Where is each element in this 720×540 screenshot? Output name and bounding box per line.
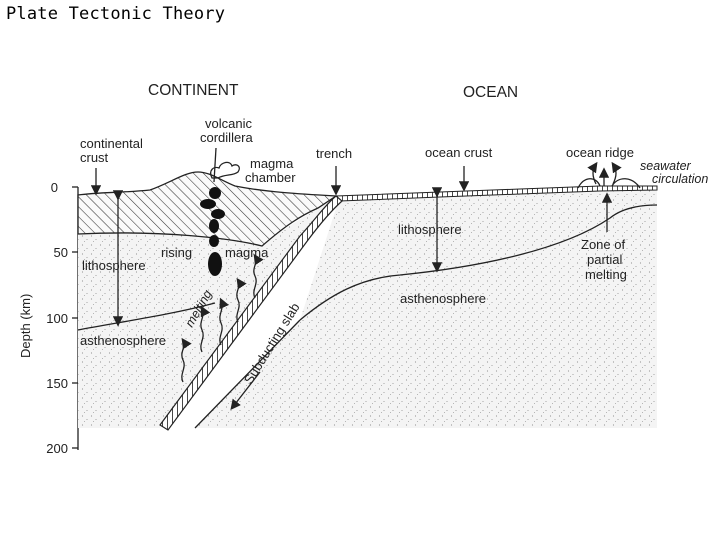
seawater-circulation-label-line1: seawater [640, 159, 692, 173]
continental-crust-label-line1: continental [80, 136, 143, 151]
volcanic-cordillera-label-line1: volcanic [205, 116, 252, 131]
oceanic-lithosphere-base [299, 204, 658, 321]
volcano-pointer [213, 147, 217, 183]
tick-200: 200 [46, 441, 68, 456]
tick-0: 0 [51, 180, 58, 195]
magma-chamber-label-line1: magma [250, 156, 294, 171]
lithosphere-continent-label: lithosphere [82, 258, 146, 273]
tick-150: 150 [46, 376, 68, 391]
header-continent: CONTINENT [148, 82, 239, 99]
depth-axis: Depth (km) 0 50 100 150 200 [18, 180, 79, 456]
rising-magma-label-line2: magma [225, 245, 269, 260]
oceanic-mantle [195, 186, 657, 428]
rising-magma-label-line1: rising [161, 245, 192, 260]
tick-50: 50 [54, 245, 68, 260]
rising-magma-arrows [181, 253, 264, 383]
slab-lower-edge [194, 319, 301, 429]
slab-direction-arrow [230, 371, 261, 411]
zone-partial-melting-label-line3: melting [585, 267, 627, 282]
zone-partial-melting-label-line1: Zone of [581, 237, 625, 252]
asthenosphere-ocean-label: asthenosphere [400, 291, 486, 306]
ocean-crust-strip [334, 185, 658, 202]
asthenosphere-continent-label: asthenosphere [80, 333, 166, 348]
ocean-ridge [577, 161, 641, 189]
trench-label: trench [316, 146, 352, 161]
header-ocean: OCEAN [463, 84, 518, 101]
ocean-ridge-label: ocean ridge [566, 145, 634, 160]
continental-crust-label-line2: crust [80, 150, 109, 165]
continental-lithosphere-base [77, 302, 216, 331]
lithosphere-ocean-label: lithosphere [398, 222, 462, 237]
zone-partial-melting-label-line2: partial [587, 252, 623, 267]
depth-axis-label: Depth (km) [18, 294, 33, 358]
tick-100: 100 [46, 311, 68, 326]
subducting-slab [159, 195, 343, 431]
magma-blobs [200, 187, 225, 276]
magma-chamber-label-line2: chamber [245, 170, 296, 185]
ocean-crust-label: ocean crust [425, 145, 493, 160]
slide-title: Plate Tectonic Theory [6, 4, 226, 24]
volcanic-cordillera-label-line2: cordillera [200, 130, 254, 145]
seawater-circulation-label-line2: circulation [652, 172, 708, 186]
continental-crust [77, 171, 338, 247]
